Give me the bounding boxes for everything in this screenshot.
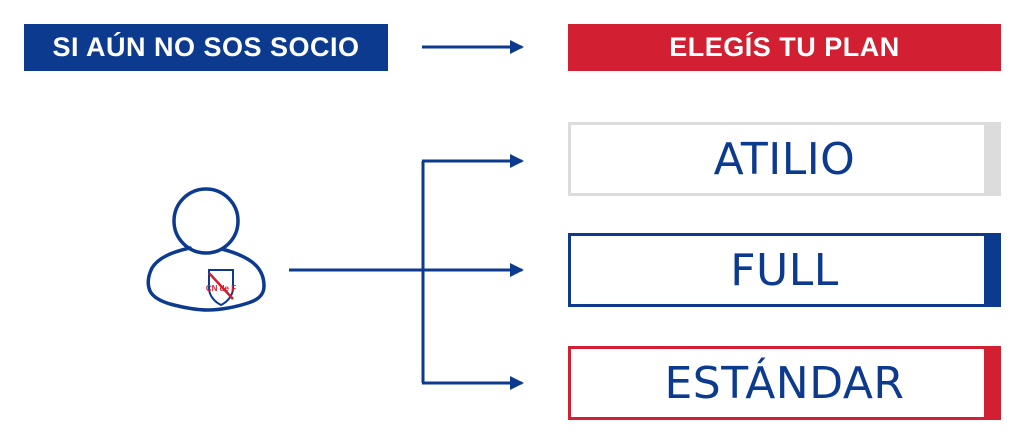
plan-estandar-box: ESTÁNDAR [568, 346, 1001, 420]
plan-full-label: FULL [730, 244, 839, 296]
plan-atilio-accent [984, 125, 998, 193]
plan-estandar-accent [984, 349, 998, 417]
member-icon [146, 187, 266, 312]
choose-plan-text: ELEGÍS TU PLAN [669, 32, 900, 62]
choose-plan-banner: ELEGÍS TU PLAN [568, 24, 1001, 71]
not-member-banner: SI AÚN NO SOS SOCIO [24, 24, 388, 71]
plan-atilio-box: ATILIO [568, 122, 1001, 196]
plan-atilio-label: ATILIO [713, 133, 856, 185]
plan-estandar-label: ESTÁNDAR [664, 357, 905, 409]
plan-full-box: FULL [568, 233, 1001, 307]
club-shield-text: CN de F [206, 284, 236, 293]
plan-full-accent [984, 236, 998, 304]
club-shield-icon: CN de F [206, 269, 236, 307]
not-member-text: SI AÚN NO SOS SOCIO [52, 32, 360, 62]
